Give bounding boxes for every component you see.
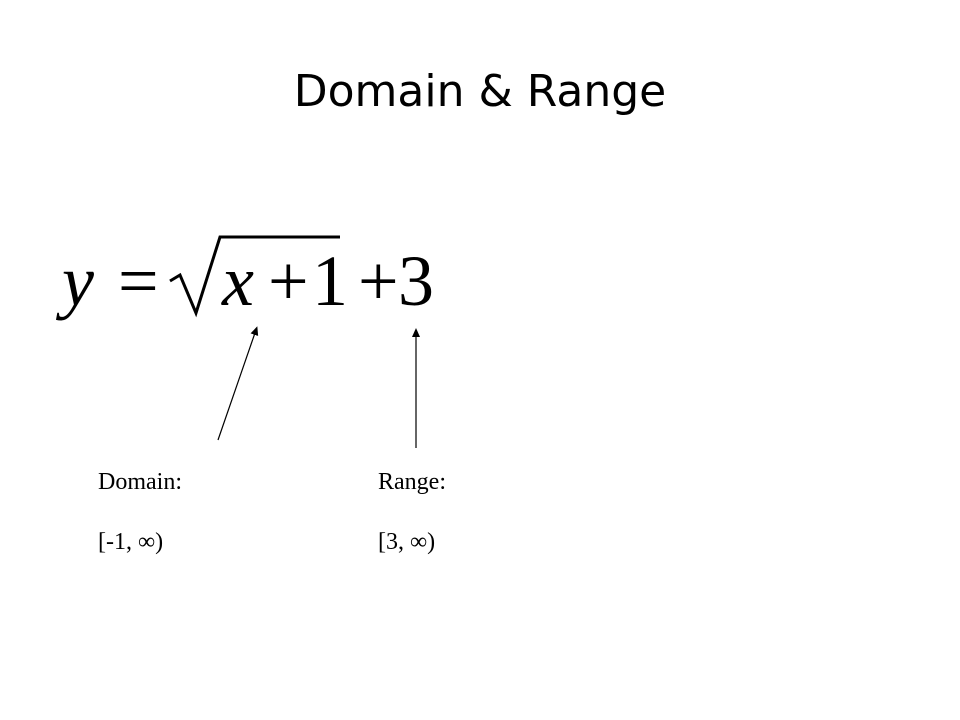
radical-sign — [169, 235, 340, 318]
equation-outer-plus: + — [358, 241, 399, 321]
equation-x: x — [221, 241, 254, 321]
domain-value: [-1, ∞) — [98, 529, 164, 555]
equation-equals: = — [118, 241, 159, 321]
equation-graphic: y = x + 1 + 3 — [55, 235, 434, 321]
equation-y: y — [55, 241, 94, 321]
equation-radicand-plus: + — [268, 241, 309, 321]
range-value: [3, ∞) — [378, 529, 436, 555]
equation-radicand-one: 1 — [312, 241, 348, 321]
domain-arrow — [217, 326, 259, 441]
equation: y = x + 1 + 3 — [40, 225, 480, 335]
range-label: Range: — [378, 469, 446, 495]
slide-title: Domain & Range — [293, 66, 667, 117]
domain-label: Domain: — [98, 469, 182, 495]
equation-three: 3 — [398, 241, 434, 321]
